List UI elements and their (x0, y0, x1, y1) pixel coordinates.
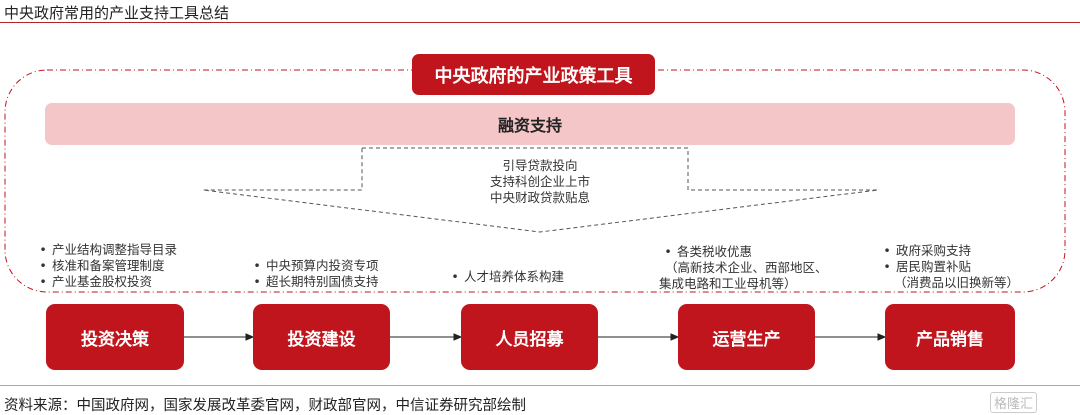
financing-support-bar: 融资支持 (45, 103, 1015, 145)
stage-3-measures: 人才培养体系构建 (446, 269, 564, 285)
measure-item: 核准和备案管理制度 (34, 258, 177, 274)
measure-item: 超长期特别国债支持 (248, 274, 379, 290)
measure-item: 中央预算内投资专项 (248, 258, 379, 274)
footer-divider (0, 385, 1080, 386)
financing-item: 中央财政贷款贴息 (489, 190, 590, 205)
measure-item: 产业基金股权投资 (34, 274, 177, 290)
stage-recruitment: 人员招募 (461, 304, 598, 370)
measure-item: 各类税收优惠 (659, 244, 828, 260)
measure-item: 人才培养体系构建 (446, 269, 564, 285)
stage-investment-decision: 投资决策 (46, 304, 184, 370)
policy-tools-boundary (4, 69, 1066, 293)
financing-item: 引导贷款投向 (502, 158, 578, 173)
measure-note: （高新技术企业、西部地区、 (665, 260, 828, 275)
measure-item: 产业结构调整指导目录 (34, 242, 177, 258)
stage-4-measures: 各类税收优惠 （高新技术企业、西部地区、 集成电路和工业母机等） (659, 244, 828, 292)
financing-item: 支持科创企业上市 (489, 174, 590, 189)
measure-note: 集成电路和工业母机等） (659, 276, 797, 291)
stage-investment-construction: 投资建设 (253, 304, 390, 370)
page-title: 中央政府常用的产业支持工具总结 (4, 4, 230, 22)
stage-sales: 产品销售 (885, 304, 1015, 370)
measure-item: 居民购置补贴 (878, 259, 1019, 275)
financing-items: 引导贷款投向 支持科创企业上市 中央财政贷款贴息 (400, 158, 680, 206)
stage-1-measures: 产业结构调整指导目录 核准和备案管理制度 产业基金股权投资 (34, 242, 177, 290)
watermark-logo: 格隆汇 (990, 392, 1038, 413)
policy-tools-header: 中央政府的产业政策工具 (412, 54, 655, 95)
measure-item: 政府采购支持 (878, 243, 1019, 259)
stage-operation: 运营生产 (678, 304, 815, 370)
stage-5-measures: 政府采购支持 居民购置补贴 （消费品以旧换新等） (878, 243, 1019, 291)
title-divider (0, 22, 1080, 23)
measure-note: （消费品以旧换新等） (894, 275, 1020, 290)
financing-arrow-outline (202, 147, 879, 233)
source-note: 资料来源：中国政府网，国家发展改革委官网，财政部官网，中信证券研究部绘制 (4, 398, 526, 414)
stage-2-measures: 中央预算内投资专项 超长期特别国债支持 (248, 258, 379, 290)
